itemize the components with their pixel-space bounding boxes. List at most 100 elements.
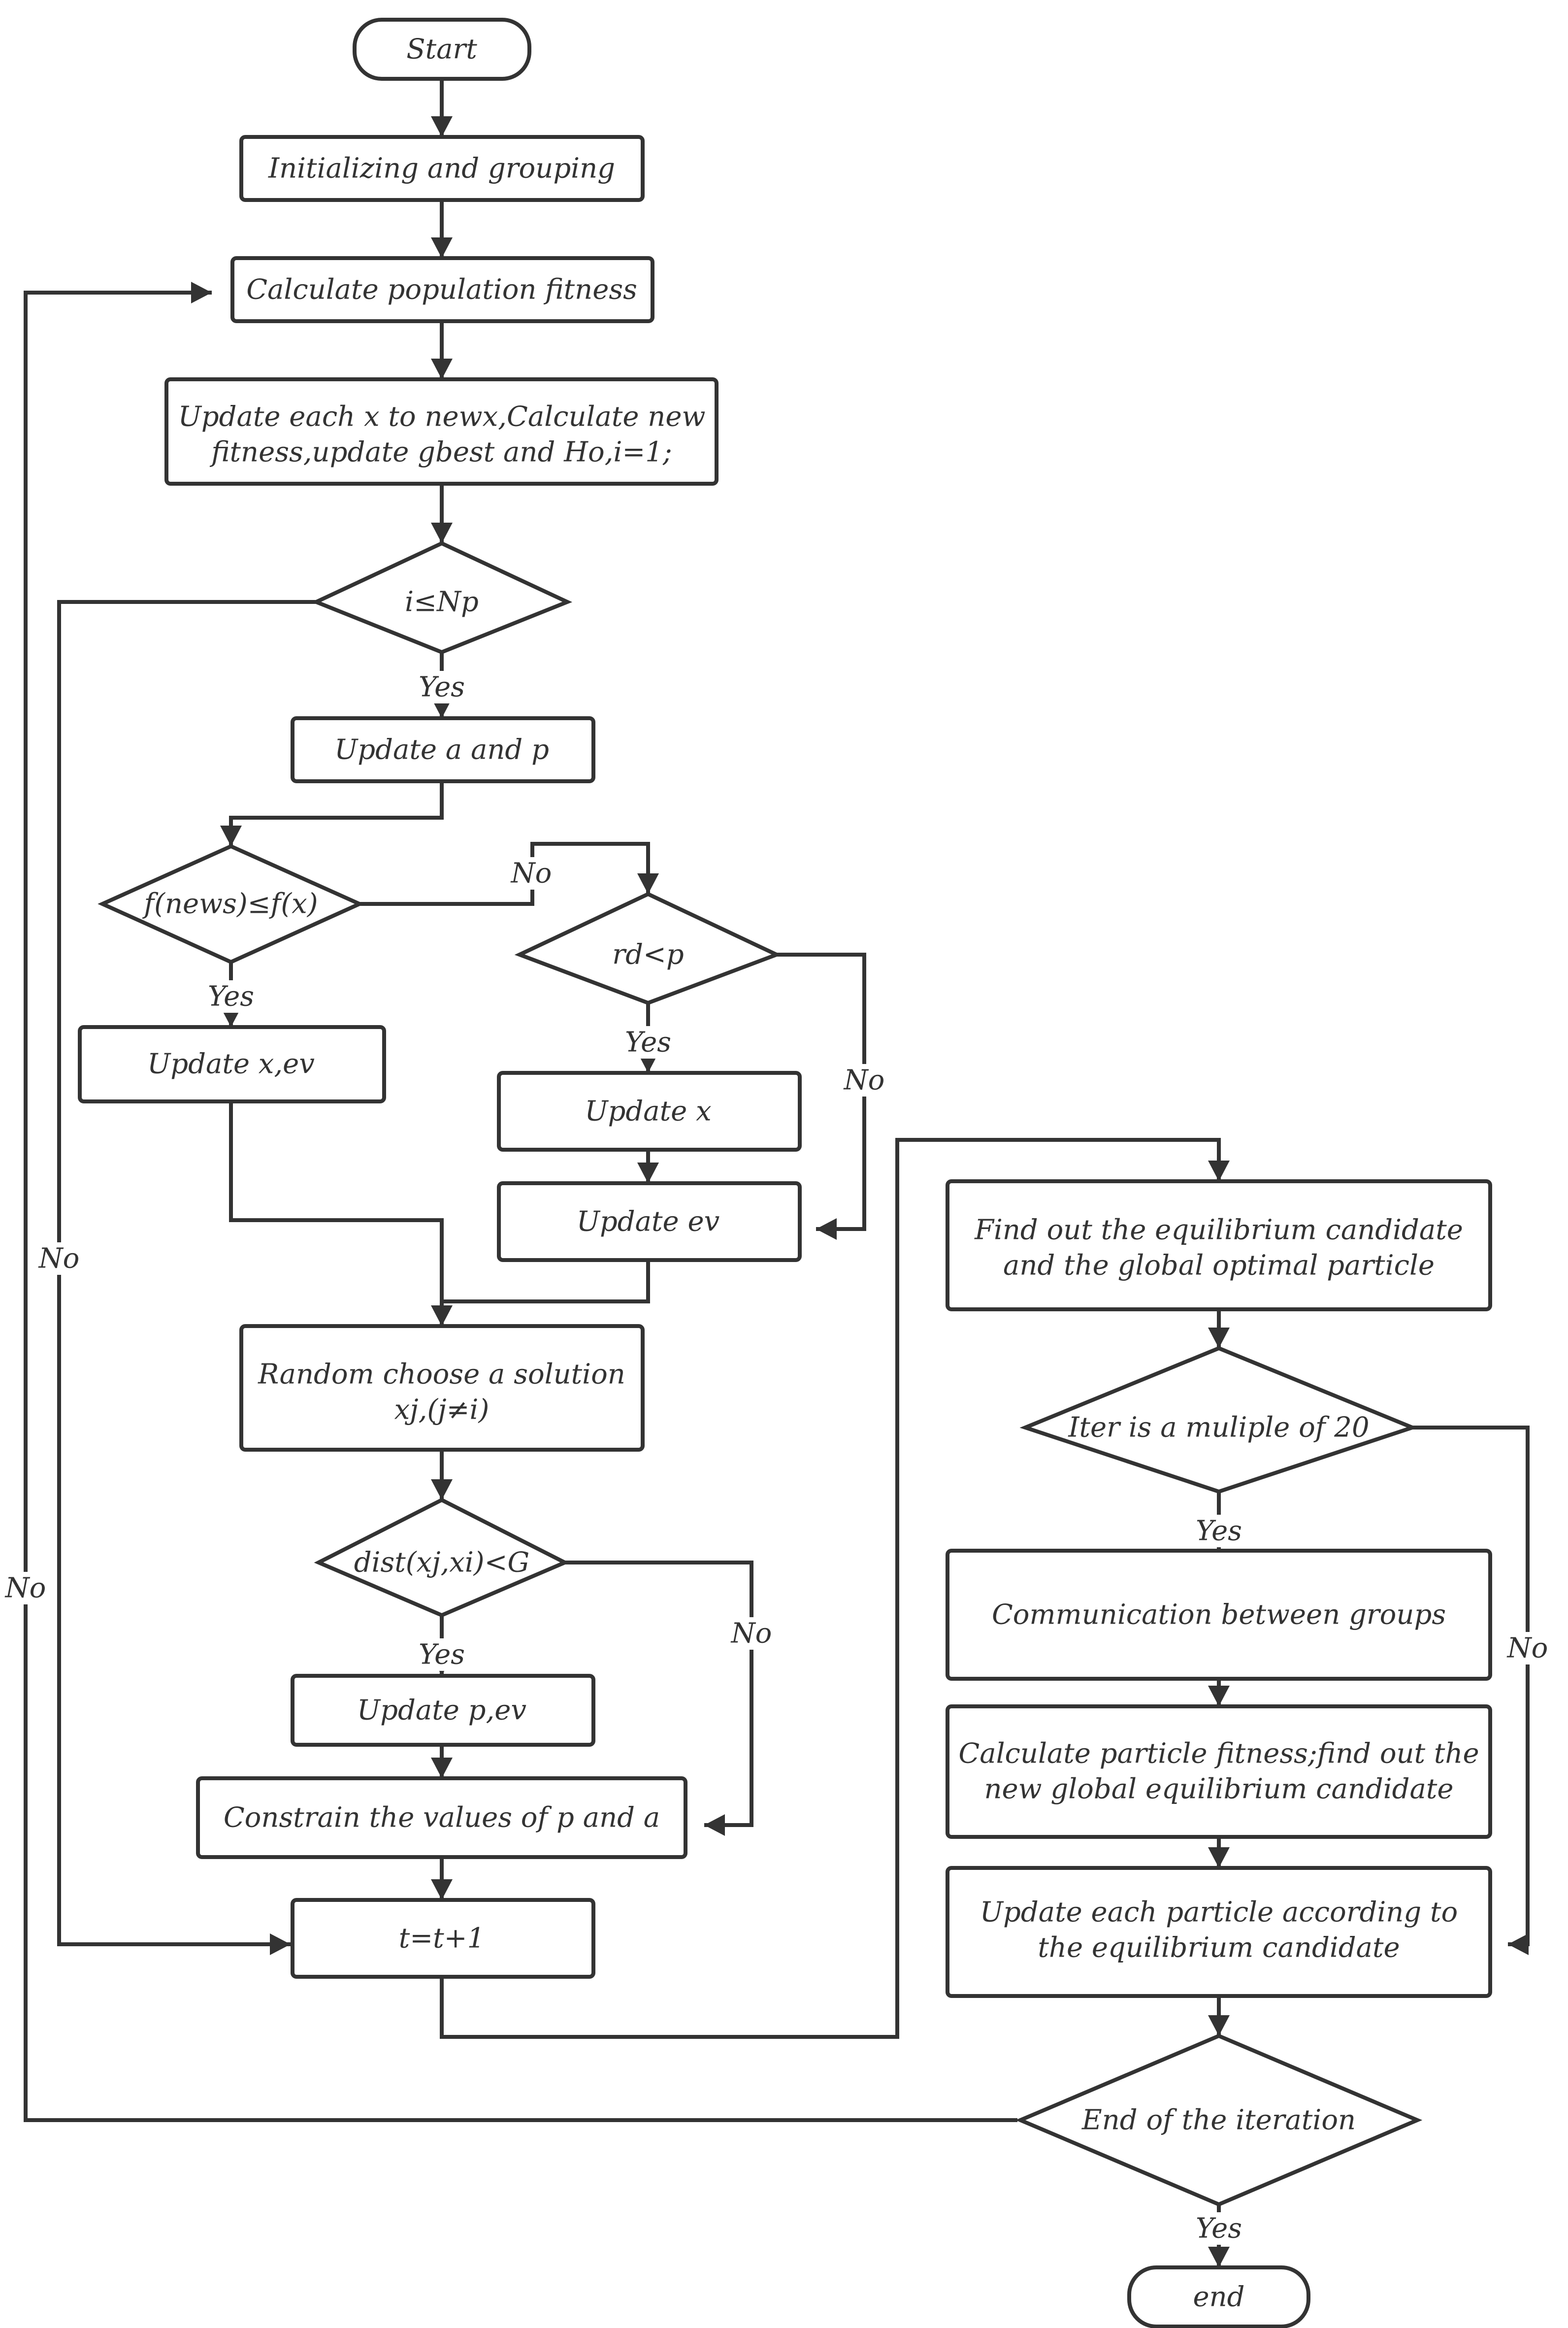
edge-updev-random <box>442 1260 650 1303</box>
edge-label-yes: Yes <box>419 671 465 703</box>
update-x-label: Update x <box>585 1096 711 1128</box>
cond-dist-label: dist(xj,xi)<G <box>354 1547 530 1579</box>
random-choose-process <box>239 1324 645 1452</box>
calc-fitness-process <box>230 256 654 323</box>
edge-t-find <box>440 1138 1221 2039</box>
update-ev-label: Update ev <box>577 1206 720 1238</box>
cond-rd-p-decision <box>514 892 782 1005</box>
edge-label-yes: Yes <box>208 981 254 1013</box>
cond-dist-decision <box>314 1497 570 1618</box>
edge-updateap-condf <box>229 781 444 846</box>
update-each-x-label-1: Update each x to newx,Calculate new <box>178 401 706 433</box>
arrowhead <box>431 116 453 137</box>
update-each-x-process <box>164 377 719 486</box>
arrowhead <box>431 359 453 379</box>
arrowhead <box>431 523 453 543</box>
edge-label-yes: Yes <box>419 1639 465 1671</box>
label-bg <box>414 1638 470 1671</box>
update-ev-process <box>497 1181 802 1262</box>
arrowhead <box>431 1479 453 1500</box>
cond-i-np-label: i≤Np <box>405 586 479 618</box>
edge-label-yes: Yes <box>1196 1515 1242 1547</box>
end-label: end <box>1193 2281 1244 2313</box>
label-bg <box>414 671 470 703</box>
random-choose-label-1: Random choose a solution <box>258 1359 625 1391</box>
edge-label-no: No <box>4 1572 46 1604</box>
edge-label-yes: Yes <box>625 1027 671 1059</box>
calc-particle-process <box>946 1704 1492 1839</box>
calc-particle-label-2: new global equilibrium candidate <box>984 1773 1453 1805</box>
arrowhead <box>816 1218 837 1240</box>
edge-label-no: No <box>730 1618 772 1650</box>
cond-rd-p-label: rd<p <box>612 939 684 971</box>
arrowhead <box>431 1758 453 1778</box>
update-particle-process <box>946 1866 1492 1998</box>
update-a-p-label: Update a and p <box>334 734 549 766</box>
cond-end-label: End of the iteration <box>1081 2104 1356 2136</box>
constrain-label: Constrain the values of p and a <box>224 1802 660 1834</box>
cond-iter-decision <box>1019 1346 1418 1494</box>
label-bg <box>727 1617 776 1650</box>
arrowhead <box>1508 1933 1529 1955</box>
find-equilibrium-process <box>946 1179 1492 1311</box>
arrowhead <box>1208 1161 1230 1181</box>
find-equilibrium-label-1: Find out the equilibrium candidate <box>974 1214 1463 1246</box>
cond-end-decision <box>1015 2033 1423 2207</box>
cond-iter-label: Iter is a muliple of 20 <box>1068 1412 1369 1444</box>
arrowhead <box>220 826 242 846</box>
arrowhead <box>191 282 212 303</box>
edge-condf-no <box>359 842 650 906</box>
label-bg <box>2 1572 49 1604</box>
label-bg <box>620 1026 676 1059</box>
edge-cond-inp-no <box>57 600 316 1946</box>
cond-fnews-decision <box>98 844 364 964</box>
constrain-process <box>196 1776 687 1859</box>
t-increment-process <box>291 1898 595 1979</box>
arrowhead <box>431 237 453 258</box>
calc-fitness-label: Calculate population fitness <box>246 274 637 306</box>
random-choose-label-2: xj,(j≠i) <box>394 1394 490 1426</box>
start-terminal <box>353 18 531 81</box>
edge-labels: Yes No Yes Yes No No Yes No No Yes No Ye… <box>2 671 1552 2245</box>
arrowhead <box>270 1933 291 1955</box>
label-bg <box>1191 2212 1247 2245</box>
cond-i-np-decision <box>311 541 573 655</box>
edge-label-yes: Yes <box>1196 2213 1242 2245</box>
arrowhead <box>704 1814 725 1836</box>
update-a-p-process <box>291 716 595 783</box>
end-terminal <box>1127 2265 1310 2328</box>
arrowhead <box>1208 2247 1230 2267</box>
update-each-x-label-2: fitness,update gbest and Ho,i=1; <box>209 436 672 468</box>
arrowhead <box>431 1879 453 1900</box>
arrowhead <box>431 1305 453 1326</box>
start-label: Start <box>406 33 477 66</box>
arrowhead <box>637 1163 659 1183</box>
update-particle-label-2: the equilibrium candidate <box>1038 1932 1400 1964</box>
nodes: Start Initializing and grouping Calculat… <box>78 18 1492 2328</box>
edge-label-no: No <box>510 858 552 890</box>
update-x-ev-process <box>78 1025 386 1103</box>
cond-fnews-label: f(news)≤f(x) <box>142 888 318 920</box>
label-bg <box>840 1064 889 1097</box>
edge-condend-no <box>24 291 1017 2122</box>
edge-conddist-no <box>565 1561 753 1827</box>
label-bg <box>203 980 259 1013</box>
update-x-process <box>497 1071 802 1152</box>
label-bg <box>507 857 556 890</box>
label-bg <box>1191 1515 1247 1547</box>
update-particle-label-1: Update each particle according to <box>980 1896 1458 1929</box>
init-label: Initializing and grouping <box>268 153 615 185</box>
edge-label-no: No <box>1506 1632 1548 1664</box>
update-p-ev-process <box>291 1674 595 1747</box>
arrowhead <box>1208 2015 1230 2036</box>
update-p-ev-label: Update p,ev <box>357 1695 527 1727</box>
arrowhead <box>1208 1328 1230 1348</box>
edge-label-no: No <box>38 1243 80 1275</box>
label-bg <box>1503 1632 1552 1664</box>
find-equilibrium-label-2: and the global optimal particle <box>1003 1250 1435 1282</box>
init-process <box>239 135 645 202</box>
edge-label-no: No <box>843 1064 885 1097</box>
t-increment-label: t=t+1 <box>399 1923 485 1955</box>
calc-particle-label-1: Calculate particle fitness;find out the <box>958 1738 1479 1770</box>
